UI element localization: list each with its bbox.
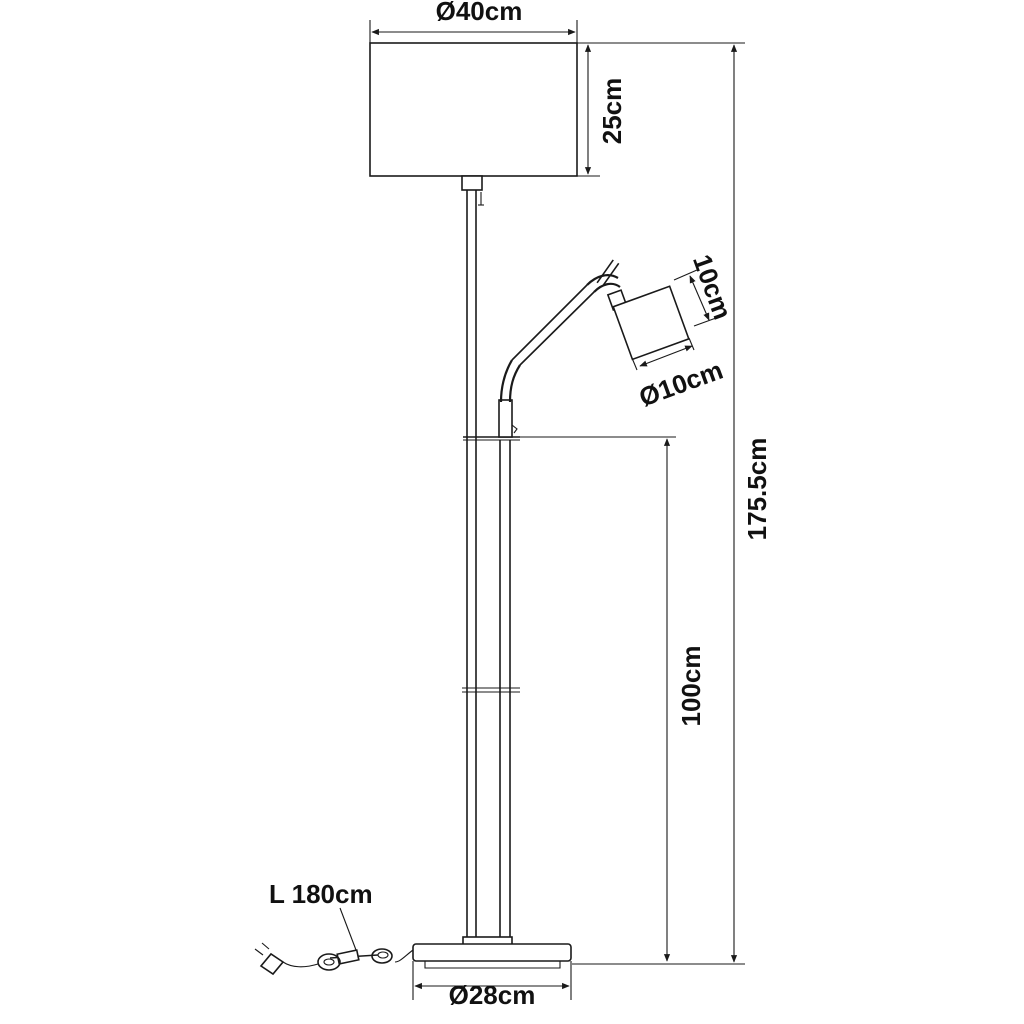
cable-length-label: L 180cm	[269, 879, 373, 909]
shade-height-label: 25cm	[597, 78, 627, 145]
reading-shade-diameter-label: Ø10cm	[635, 355, 727, 413]
shade-diameter-label: Ø40cm	[436, 0, 523, 26]
arm-height-dimension	[520, 436, 676, 962]
reading-shade-diameter-dimension	[631, 337, 695, 371]
reading-shade	[596, 259, 690, 361]
power-cable	[254, 907, 414, 976]
reading-arm	[499, 274, 621, 403]
total-height-label: 175.5cm	[742, 438, 772, 541]
lamp-base	[412, 936, 572, 1000]
reading-shade-height-dimension	[673, 269, 717, 327]
main-pole	[462, 190, 520, 940]
reading-arm-pole	[498, 399, 518, 940]
total-height-dimension	[572, 42, 745, 965]
base-diameter-label: Ø28cm	[449, 980, 536, 1010]
arm-height-label: 100cm	[676, 646, 706, 727]
shade-fitter	[461, 175, 484, 206]
main-shade	[369, 20, 578, 177]
